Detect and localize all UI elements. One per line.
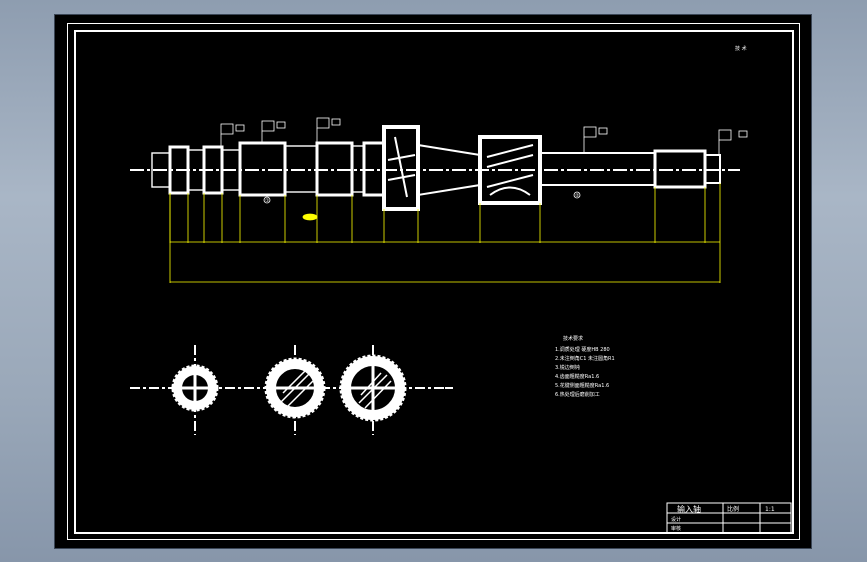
sheet-outer-border (67, 23, 800, 540)
section-view-c (339, 345, 453, 435)
shaft-step-right-2 (704, 154, 721, 184)
balloon-1: ① (265, 198, 270, 204)
section-view-b (264, 345, 326, 435)
cad-viewport[interactable]: 技 术 (55, 15, 811, 548)
note-line-5: 5.花键侧面粗糙度Ra1.6 (555, 382, 609, 389)
notes-title: 技术要求 (563, 335, 583, 342)
part-balloons: ① ② (263, 191, 581, 204)
note-line-3: 3.锐边倒钝 (555, 364, 580, 371)
collar-hatch-1 (394, 136, 408, 198)
collar-hatch-2 (387, 154, 416, 161)
title-block-row3: 审核 (671, 525, 681, 532)
dimension-lines (169, 183, 721, 283)
note-line-4: 4.齿面粗糙度Ra1.6 (555, 373, 599, 380)
corner-mark: 技 术 (735, 45, 747, 52)
tolerance-callouts (220, 117, 748, 155)
collar-hatch-3 (387, 174, 416, 181)
title-block-scale: 1:1 (765, 506, 775, 513)
title-block-name: 输入轴 (677, 504, 701, 514)
technical-notes: 技术要求 1.调质处理 硬度HB 280 2.未注倒角C1 未注圆角R1 3.锐… (555, 335, 615, 398)
balloon-2: ② (575, 193, 580, 199)
note-line-1: 1.调质处理 硬度HB 280 (555, 346, 610, 353)
title-block-row2: 设计 (671, 516, 681, 523)
shaft-main-view (130, 125, 740, 211)
drawing-frame (74, 30, 794, 534)
title-block (666, 502, 792, 534)
note-line-2: 2.未注倒角C1 未注圆角R1 (555, 355, 615, 362)
note-line-6: 6.热处理后磨削加工 (555, 391, 600, 398)
shaft-drawing: 技 术 (130, 45, 792, 534)
title-block-sheet: 比例 (727, 505, 739, 513)
